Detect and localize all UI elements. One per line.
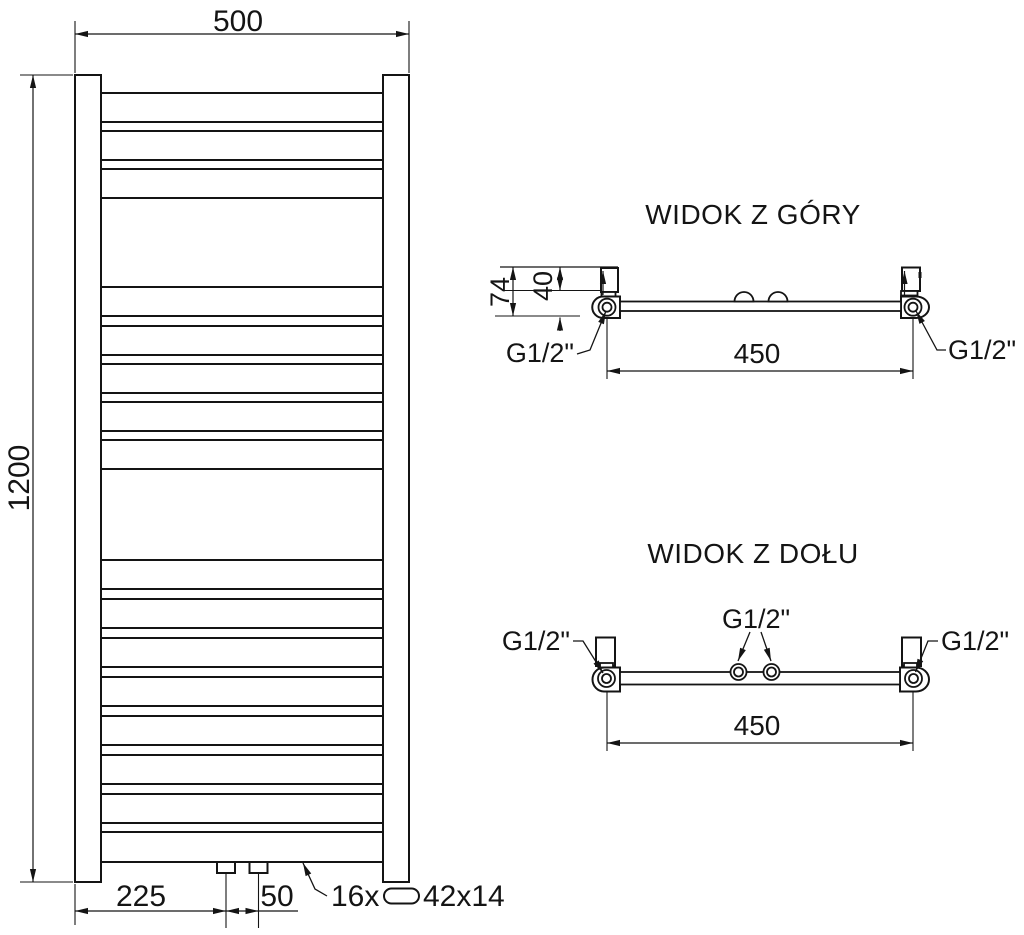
rung [99,559,385,590]
connection-label-bottom-center: G1/2" [722,604,790,662]
height-value: 1200 [3,445,36,512]
rung [99,637,385,668]
connection-label-top-left: G1/2" [506,310,607,368]
dimension-height-1200: 1200 [3,74,73,883]
spacing-value-bottom: 450 [734,710,781,741]
wall-bracket-left [595,636,616,667]
thread-label: G1/2" [941,626,1009,656]
rung [99,286,385,317]
rung [99,598,385,629]
dimension-depth-74: 74 [485,267,580,317]
wall-bracket-right [901,636,922,667]
collector-profile [619,671,901,686]
rung [99,130,385,161]
center-connection-bump [733,291,755,303]
rung [99,439,385,470]
rung [99,168,385,199]
spacing-value-top: 450 [734,338,781,369]
center-port-inner [733,666,744,678]
width-value: 500 [213,5,263,38]
top-view-title: WIDOK Z GÓRY [645,199,861,230]
rung [99,363,385,394]
center-port-inner [766,666,777,678]
connection-label-top-right: G1/2" [915,310,1016,365]
rung [99,715,385,746]
rung [99,401,385,432]
right-collector-tube [382,74,410,883]
bracket-detail [918,272,922,278]
port-hole-right [908,673,919,684]
bottom-view-title: WIDOK Z DOŁU [647,538,858,569]
collector-profile [619,300,902,312]
rung [99,92,385,123]
rung [99,754,385,785]
tube-profile-label: 42x14 [423,880,505,913]
thread-label: G1/2" [502,626,570,656]
dimension-top-450: 450 [606,318,914,379]
bottom-stub-right [248,861,269,874]
tube-profile-icon [383,887,420,905]
connection-label-bottom-right: G1/2" [914,626,1009,673]
thread-label: G1/2" [722,604,790,634]
offset-value: 225 [116,880,166,913]
depth-value: 74 [485,277,515,307]
connection-label-bottom-left: G1/2" [502,626,604,674]
dimension-bottom-450: 450 [606,692,914,751]
top-view: WIDOK Z GÓRY 74 [485,199,1016,379]
tube-profile-callout: 16x 42x14 [302,862,505,913]
tube-count-label: 16x [331,880,379,913]
bottom-stub-left [216,861,236,874]
bracket-neck-right [900,290,919,297]
port-hole-left [601,673,612,684]
axis-value: 40 [528,271,558,301]
bottom-view: WIDOK Z DOŁU G1/2" G1/2" [502,538,1009,751]
thread-label: G1/2" [948,335,1016,365]
rung [99,676,385,707]
front-view: 500 1200 225 50 16x 42x14 [3,5,505,928]
spacing-value: 50 [260,880,293,913]
rung [99,325,385,356]
dimension-bottom-connections: 225 50 [74,873,298,928]
left-collector-tube [74,74,102,883]
rung [99,793,385,824]
thread-label: G1/2" [506,338,574,368]
port-hole-left [601,301,613,313]
center-connection-bump [767,291,789,303]
dimension-axis-40: 40 [503,267,600,331]
rung [99,831,385,863]
tube-rungs [99,92,385,863]
port-hole-right [907,301,919,313]
dimension-width-500: 500 [74,5,410,73]
